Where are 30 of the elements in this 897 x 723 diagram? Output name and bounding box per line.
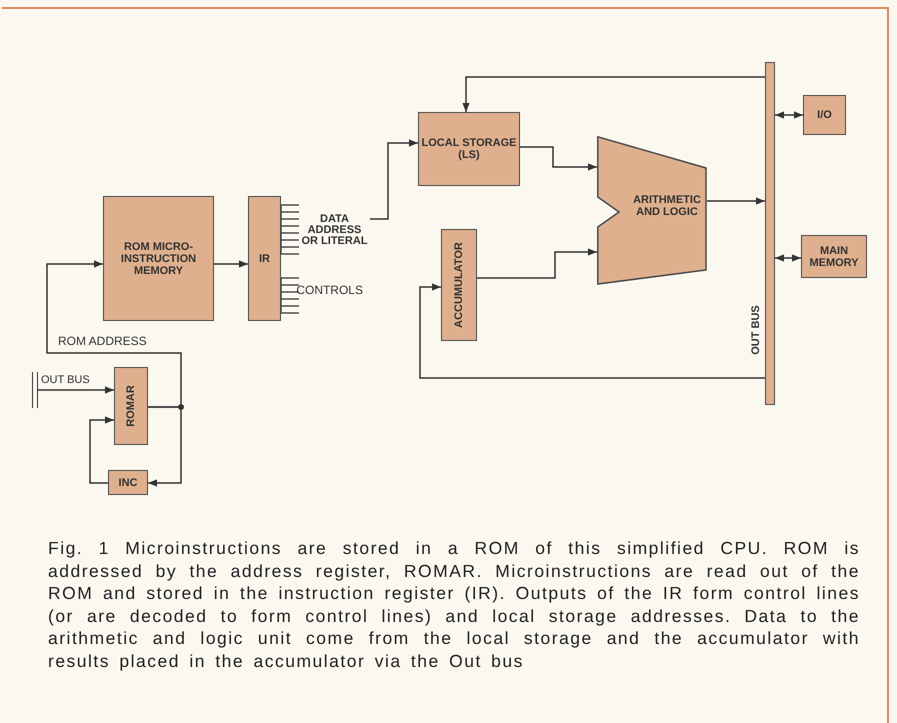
output-label: CONTROLS	[299, 280, 363, 300]
arrow	[775, 111, 803, 119]
memory-block: MAIN MEMORY	[801, 235, 867, 278]
bus-label: OUT BUS	[41, 374, 90, 386]
arrow	[477, 248, 597, 279]
memory-block: ROM MICRO-INSTRUCTION MEMORY	[103, 196, 214, 321]
register-block: ROMAR	[114, 367, 148, 445]
arrow	[46, 260, 182, 408]
io-block: I/O	[803, 95, 846, 135]
arrow	[148, 406, 182, 487]
arrow	[462, 76, 765, 112]
alu-shape: ARITHMETIC AND LOGIC	[597, 136, 707, 285]
arrow	[707, 197, 765, 205]
register-block: ACCUMULATOR	[441, 229, 477, 341]
arrow	[370, 139, 418, 220]
storage-block: LOCAL STORAGE (LS)	[418, 112, 520, 186]
incrementer-block: INC	[108, 470, 148, 495]
arrow	[520, 146, 597, 171]
arrow	[38, 386, 114, 394]
output-lines	[280, 204, 300, 255]
bus-label: OUT BUS	[750, 305, 762, 355]
edge-label: ROM ADDRESS	[58, 334, 147, 348]
arrow	[89, 416, 114, 484]
output-label: DATA ADDRESS OR LITERAL	[299, 202, 370, 258]
output-lines	[280, 277, 300, 314]
arrow	[214, 260, 248, 268]
arrow	[775, 254, 801, 262]
figure-caption: Fig. 1 Microinstructions are stored in a ROM of this simplified CPU. ROM is addressed by the address register, ROMAR. Microinstructions are read out of the ROM and stored in the instruction register (IR). Outputs of the IR form control lines (or are decoded to form control lines) and local storage addresses. Data to the arithmetic and logic unit come from the local storage and the accumulator with results placed in the accumulator via the Out bus	[48, 537, 860, 672]
arrow	[419, 283, 765, 379]
register-block: IR	[248, 196, 281, 321]
